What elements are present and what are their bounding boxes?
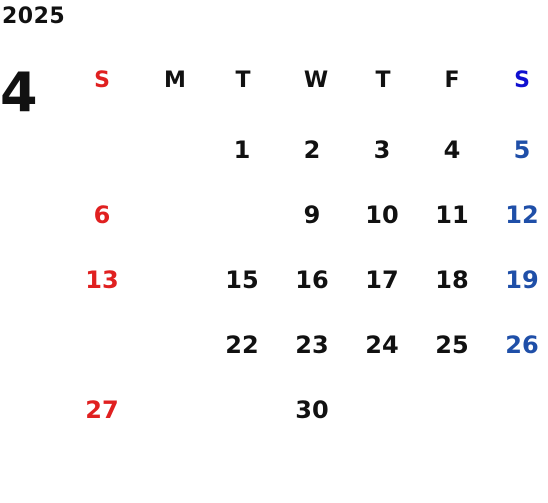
day-number: 26 (505, 331, 539, 359)
day-number: 10 (365, 201, 399, 229)
weekday-thu: T (375, 67, 391, 93)
day-number: 8 (233, 201, 251, 229)
weekday-header: S M T W T F S (70, 50, 548, 115)
week-row: 20 21 22 23 24 25 26 (70, 315, 548, 380)
day-cell: 4 (422, 120, 482, 180)
day-number: 21 (155, 331, 189, 359)
day-cell: 7 (142, 185, 202, 245)
weekday-fri: F (444, 67, 460, 93)
day-number: 12 (505, 201, 539, 229)
day-number: 19 (505, 266, 539, 294)
day-cell: 26 (492, 315, 548, 375)
day-cell: 19 (492, 250, 548, 310)
day-number: 14 (155, 266, 189, 294)
day-number: 6 (93, 201, 111, 229)
day-cell: 16 (282, 250, 342, 310)
weekday-sat: S (514, 67, 530, 93)
day-cell: 5 (492, 120, 548, 180)
day-cell: 6 (72, 185, 132, 245)
day-cell: 15 (212, 250, 272, 310)
day-number: 5 (513, 136, 531, 164)
day-cell: 30 (282, 380, 342, 440)
day-cell: 24 (352, 315, 412, 375)
day-number: 18 (435, 266, 469, 294)
day-cell: 22 (212, 315, 272, 375)
day-cell: 23 (282, 315, 342, 375)
day-cell: 11 (422, 185, 482, 245)
day-number: 28 (155, 396, 189, 424)
day-number: 22 (225, 331, 259, 359)
calendar-grid: S M T W T F S (70, 50, 548, 115)
month-label: 4 (0, 61, 38, 124)
day-number: 2 (303, 136, 321, 164)
day-number: 23 (295, 331, 329, 359)
day-cell: 17 (352, 250, 412, 310)
day-cell: 18 (422, 250, 482, 310)
week-row: 1 2 3 4 5 (70, 120, 548, 185)
weekday-sun: S (94, 67, 110, 93)
day-number: 20 (85, 331, 119, 359)
day-number: 16 (295, 266, 329, 294)
weekday-wed: W (303, 67, 329, 93)
day-cell: 25 (422, 315, 482, 375)
day-number: 29 (225, 396, 259, 424)
day-cell: 13 (72, 250, 132, 310)
day-number: 7 (163, 201, 181, 229)
week-row: 6 7 8 9 10 11 12 (70, 185, 548, 250)
day-cell: 21 (142, 315, 202, 375)
day-cell: 8 (212, 185, 272, 245)
day-number: 27 (85, 396, 119, 424)
day-cell: 1 (212, 120, 272, 180)
day-cell: 3 (352, 120, 412, 180)
day-number: 9 (303, 201, 321, 229)
day-cell: 20 (72, 315, 132, 375)
day-cell: 9 (282, 185, 342, 245)
weekday-mon: M (164, 67, 186, 93)
year-label: 2025 (2, 4, 66, 29)
day-number: 24 (365, 331, 399, 359)
day-number: 15 (225, 266, 259, 294)
day-cell: 28 (142, 380, 202, 440)
day-number: 25 (435, 331, 469, 359)
day-number: 30 (295, 396, 329, 424)
week-row: 27 28 29 30 (70, 380, 548, 445)
weekday-tue: T (235, 67, 251, 93)
day-cell: 14 (142, 250, 202, 310)
day-number: 4 (443, 136, 461, 164)
day-number: 3 (373, 136, 391, 164)
day-cell: 27 (72, 380, 132, 440)
day-number: 11 (435, 201, 469, 229)
day-number: 1 (233, 136, 251, 164)
day-cell: 29 (212, 380, 272, 440)
day-cell: 12 (492, 185, 548, 245)
week-row: 13 14 15 16 17 18 19 (70, 250, 548, 315)
day-cell: 2 (282, 120, 342, 180)
day-number: 17 (365, 266, 399, 294)
day-cell: 10 (352, 185, 412, 245)
day-number: 13 (85, 266, 119, 294)
